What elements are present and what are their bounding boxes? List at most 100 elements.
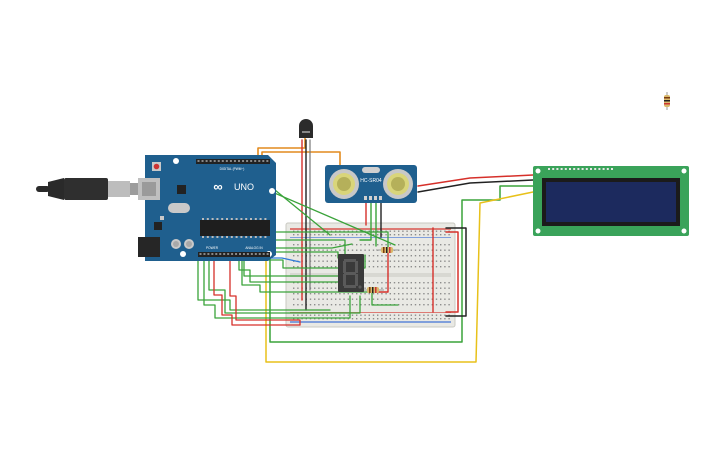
- wire-d3[interactable]: [208, 162, 361, 314]
- breadboard-hole: [419, 234, 421, 236]
- breadboard-hole: [322, 230, 324, 232]
- breadboard-hole: [398, 293, 400, 295]
- breadboard-hole: [427, 304, 429, 306]
- breadboard-hole: [393, 298, 396, 300]
- digital-pin: [246, 160, 249, 162]
- breadboard-hole: [368, 260, 370, 262]
- breadboard-hole: [385, 244, 387, 246]
- breadboard-hole: [322, 314, 324, 316]
- breadboard-hole: [297, 249, 299, 251]
- digital-pin: [205, 160, 208, 162]
- breadboard-hole: [335, 298, 337, 300]
- breadboard-hole: [427, 266, 429, 268]
- breadboard-hole: [423, 249, 425, 251]
- breadboard-hole: [322, 293, 324, 295]
- breadboard-hole: [448, 298, 450, 300]
- breadboard-hole: [389, 266, 391, 268]
- breadboard-hole: [389, 298, 391, 300]
- analog-pin: [227, 253, 230, 255]
- wire-rail-black-right[interactable]: [445, 227, 467, 317]
- breadboard-hole: [406, 282, 408, 284]
- breadboard-hole: [410, 293, 412, 295]
- breadboard-hole: [402, 244, 404, 246]
- seven-segment-segments: [343, 259, 362, 289]
- wire-lcd-green[interactable]: [269, 185, 534, 343]
- breadboard-hole: [419, 287, 421, 289]
- lcd-display[interactable]: [533, 166, 689, 236]
- breadboard-hole: [293, 234, 295, 236]
- breadboard-hole: [440, 255, 442, 257]
- wire-lcd-red[interactable]: [417, 174, 534, 187]
- analog-pin: [266, 253, 269, 255]
- breadboard-hole: [435, 244, 438, 246]
- usb-cable[interactable]: [36, 178, 146, 200]
- lcd-pin: [564, 168, 567, 170]
- wire-rail-red-right[interactable]: [445, 231, 459, 313]
- breadboard-hole: [377, 266, 379, 268]
- breadboard-hole: [410, 244, 412, 246]
- breadboard-hole: [389, 318, 391, 320]
- chip-pin: [240, 218, 243, 220]
- breadboard-hole: [435, 318, 438, 320]
- ultrasonic-sensor[interactable]: HC-SR04: [325, 165, 417, 203]
- breadboard-hole: [419, 249, 421, 251]
- resistor-loose[interactable]: [664, 92, 670, 110]
- breadboard-hole: [330, 304, 333, 306]
- breadboard-hole: [448, 282, 450, 284]
- breadboard-hole: [318, 244, 320, 246]
- wire-d4[interactable]: [213, 162, 301, 326]
- breadboard-hole: [372, 298, 375, 300]
- wire-bb-green-low[interactable]: [371, 291, 399, 306]
- breadboard-hole: [330, 255, 333, 257]
- breadboard-hole: [297, 255, 299, 257]
- breadboard-hole: [427, 234, 429, 236]
- breadboard-hole: [309, 298, 312, 300]
- wire-a-red[interactable]: [229, 257, 301, 326]
- breadboard-hole: [326, 298, 328, 300]
- breadboard-hole: [393, 318, 396, 320]
- breadboard-center-channel: [290, 273, 451, 277]
- resistor-breadboard[interactable]: [376, 247, 398, 253]
- breadboard-hole: [410, 255, 412, 257]
- seven-segment-display[interactable]: 8.: [338, 254, 364, 301]
- wire-a-green[interactable]: [241, 257, 373, 293]
- led: [160, 216, 164, 220]
- breadboard-hole: [347, 318, 349, 320]
- breadboard-hole: [402, 293, 404, 295]
- digital-header-pins: [197, 160, 269, 162]
- breadboard-hole: [402, 230, 404, 232]
- breadboard-hole: [330, 287, 333, 289]
- wire-hc-trig[interactable]: [359, 199, 372, 241]
- analog-pin: [235, 253, 238, 255]
- analog-header-pins: [199, 253, 269, 255]
- breadboard-hole: [406, 249, 408, 251]
- wire-d2[interactable]: [203, 162, 351, 319]
- lcd-pin: [585, 168, 588, 170]
- lcd-pin: [590, 168, 592, 170]
- wire-bb-red-vert[interactable]: [377, 251, 389, 293]
- breadboard-hole: [351, 230, 354, 232]
- chip-pin: [264, 236, 267, 238]
- resistor-lower[interactable]: [362, 287, 384, 293]
- breadboard-hole: [398, 282, 400, 284]
- wire-lcd-black[interactable]: [417, 179, 534, 193]
- breadboard-hole: [297, 230, 299, 232]
- wire-orange-1[interactable]: [257, 137, 306, 161]
- breadboard-hole: [360, 318, 362, 320]
- breadboard-hole: [347, 230, 349, 232]
- digital-pin: [250, 160, 253, 162]
- breadboard-hole: [335, 260, 337, 262]
- breadboard-hole: [423, 255, 425, 257]
- breadboard-hole: [435, 255, 438, 257]
- chip-pin: [230, 218, 233, 220]
- breadboard-hole: [347, 304, 349, 306]
- breadboard-hole: [351, 318, 354, 320]
- breadboard-hole: [440, 282, 442, 284]
- breadboard-hole: [318, 287, 320, 289]
- arduino-uno[interactable]: ∞ UNO DIGITAL (PWM~) POWER ANALOG IN: [138, 155, 276, 261]
- breadboard-hole: [326, 230, 328, 232]
- breadboard-hole: [414, 282, 417, 284]
- breadboard-hole: [419, 298, 421, 300]
- temperature-sensor[interactable]: [299, 119, 313, 138]
- breadboard-hole: [339, 298, 341, 300]
